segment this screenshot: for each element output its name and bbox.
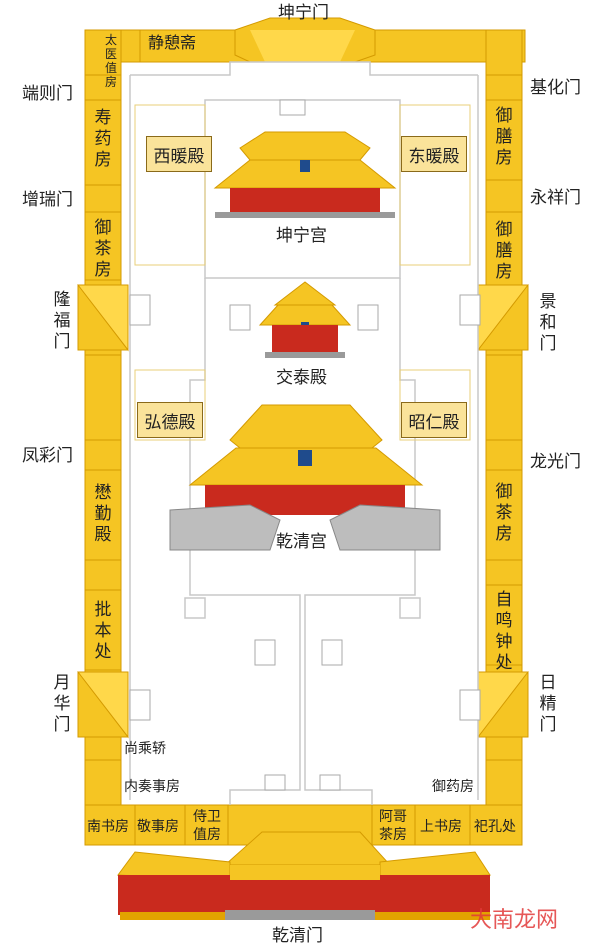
room-shangcheng-label: 尚乘轿 — [124, 741, 166, 757]
north-gate-shape — [234, 17, 376, 63]
gate-right-1-label: 基化门 — [530, 78, 581, 98]
box-dongnuan: 东暖殿 — [401, 136, 467, 172]
box-xinuan: 西暖殿 — [146, 136, 212, 172]
room-neizou-label: 内奏事房 — [124, 779, 180, 795]
box-zhaoren: 昭仁殿 — [401, 402, 467, 438]
room-piben-label: 批本处 — [94, 600, 112, 662]
room-taiyi-label: 太医值房 — [104, 33, 117, 89]
room-shouyao-label: 寿药房 — [94, 108, 112, 170]
watermark-text: 大南龙网 — [470, 908, 559, 933]
stairs — [129, 99, 481, 791]
gate-south-label: 乾清门 — [272, 926, 323, 946]
side-gate-shapes — [76, 284, 530, 739]
south-gate-building — [117, 831, 491, 920]
room-left-yucha-label: 御茶房 — [94, 218, 112, 280]
gate-left-2-label: 增瑞门 — [22, 190, 73, 210]
gate-right-3-label: 龙光门 — [530, 452, 581, 472]
room-shiwei-label: 侍卫值房 — [193, 809, 221, 843]
room-jingshi-label: 敬事房 — [137, 819, 179, 835]
gate-longfu-label: 隆福门 — [53, 290, 71, 352]
hall-qianqing-label: 乾清宫 — [276, 532, 327, 552]
gate-north-label: 坤宁门 — [278, 3, 329, 23]
gate-right-2-label: 永祥门 — [530, 188, 581, 208]
hall-jiaotai-label: 交泰殿 — [276, 368, 327, 388]
room-shangshu-label: 上书房 — [420, 819, 462, 835]
gate-left-3-label: 凤彩门 — [22, 446, 73, 466]
jiaotai-hall-building — [258, 281, 352, 358]
room-outlines — [134, 104, 471, 441]
room-agecha-label: 阿哥茶房 — [379, 809, 407, 843]
room-ziming-label: 自鸣钟处 — [495, 590, 513, 673]
gate-rijing-label: 日精门 — [539, 673, 557, 735]
room-jingyi-label: 静憩斋 — [148, 33, 197, 52]
gate-jinghe-label: 景和门 — [539, 292, 557, 354]
room-sikong-label: 祀孔处 — [474, 819, 516, 835]
room-yushan-1-label: 御膳房 — [495, 106, 513, 168]
gate-yuehua-label: 月华门 — [53, 673, 71, 735]
room-maoqin-label: 懋勤殿 — [94, 483, 112, 545]
gate-left-1-label: 端则门 — [22, 84, 73, 104]
courtyard-lines — [129, 61, 479, 805]
room-yuyao-label: 御药房 — [432, 779, 474, 795]
room-yushan-2-label: 御膳房 — [495, 220, 513, 282]
box-hongde: 弘德殿 — [137, 402, 203, 438]
room-nanshu-label: 南书房 — [87, 819, 129, 835]
qianqing-palace-building — [169, 404, 441, 551]
room-right-yucha-label: 御茶房 — [495, 482, 513, 544]
kunning-palace-building — [213, 131, 397, 218]
hall-kunning-label: 坤宁宫 — [276, 226, 327, 246]
